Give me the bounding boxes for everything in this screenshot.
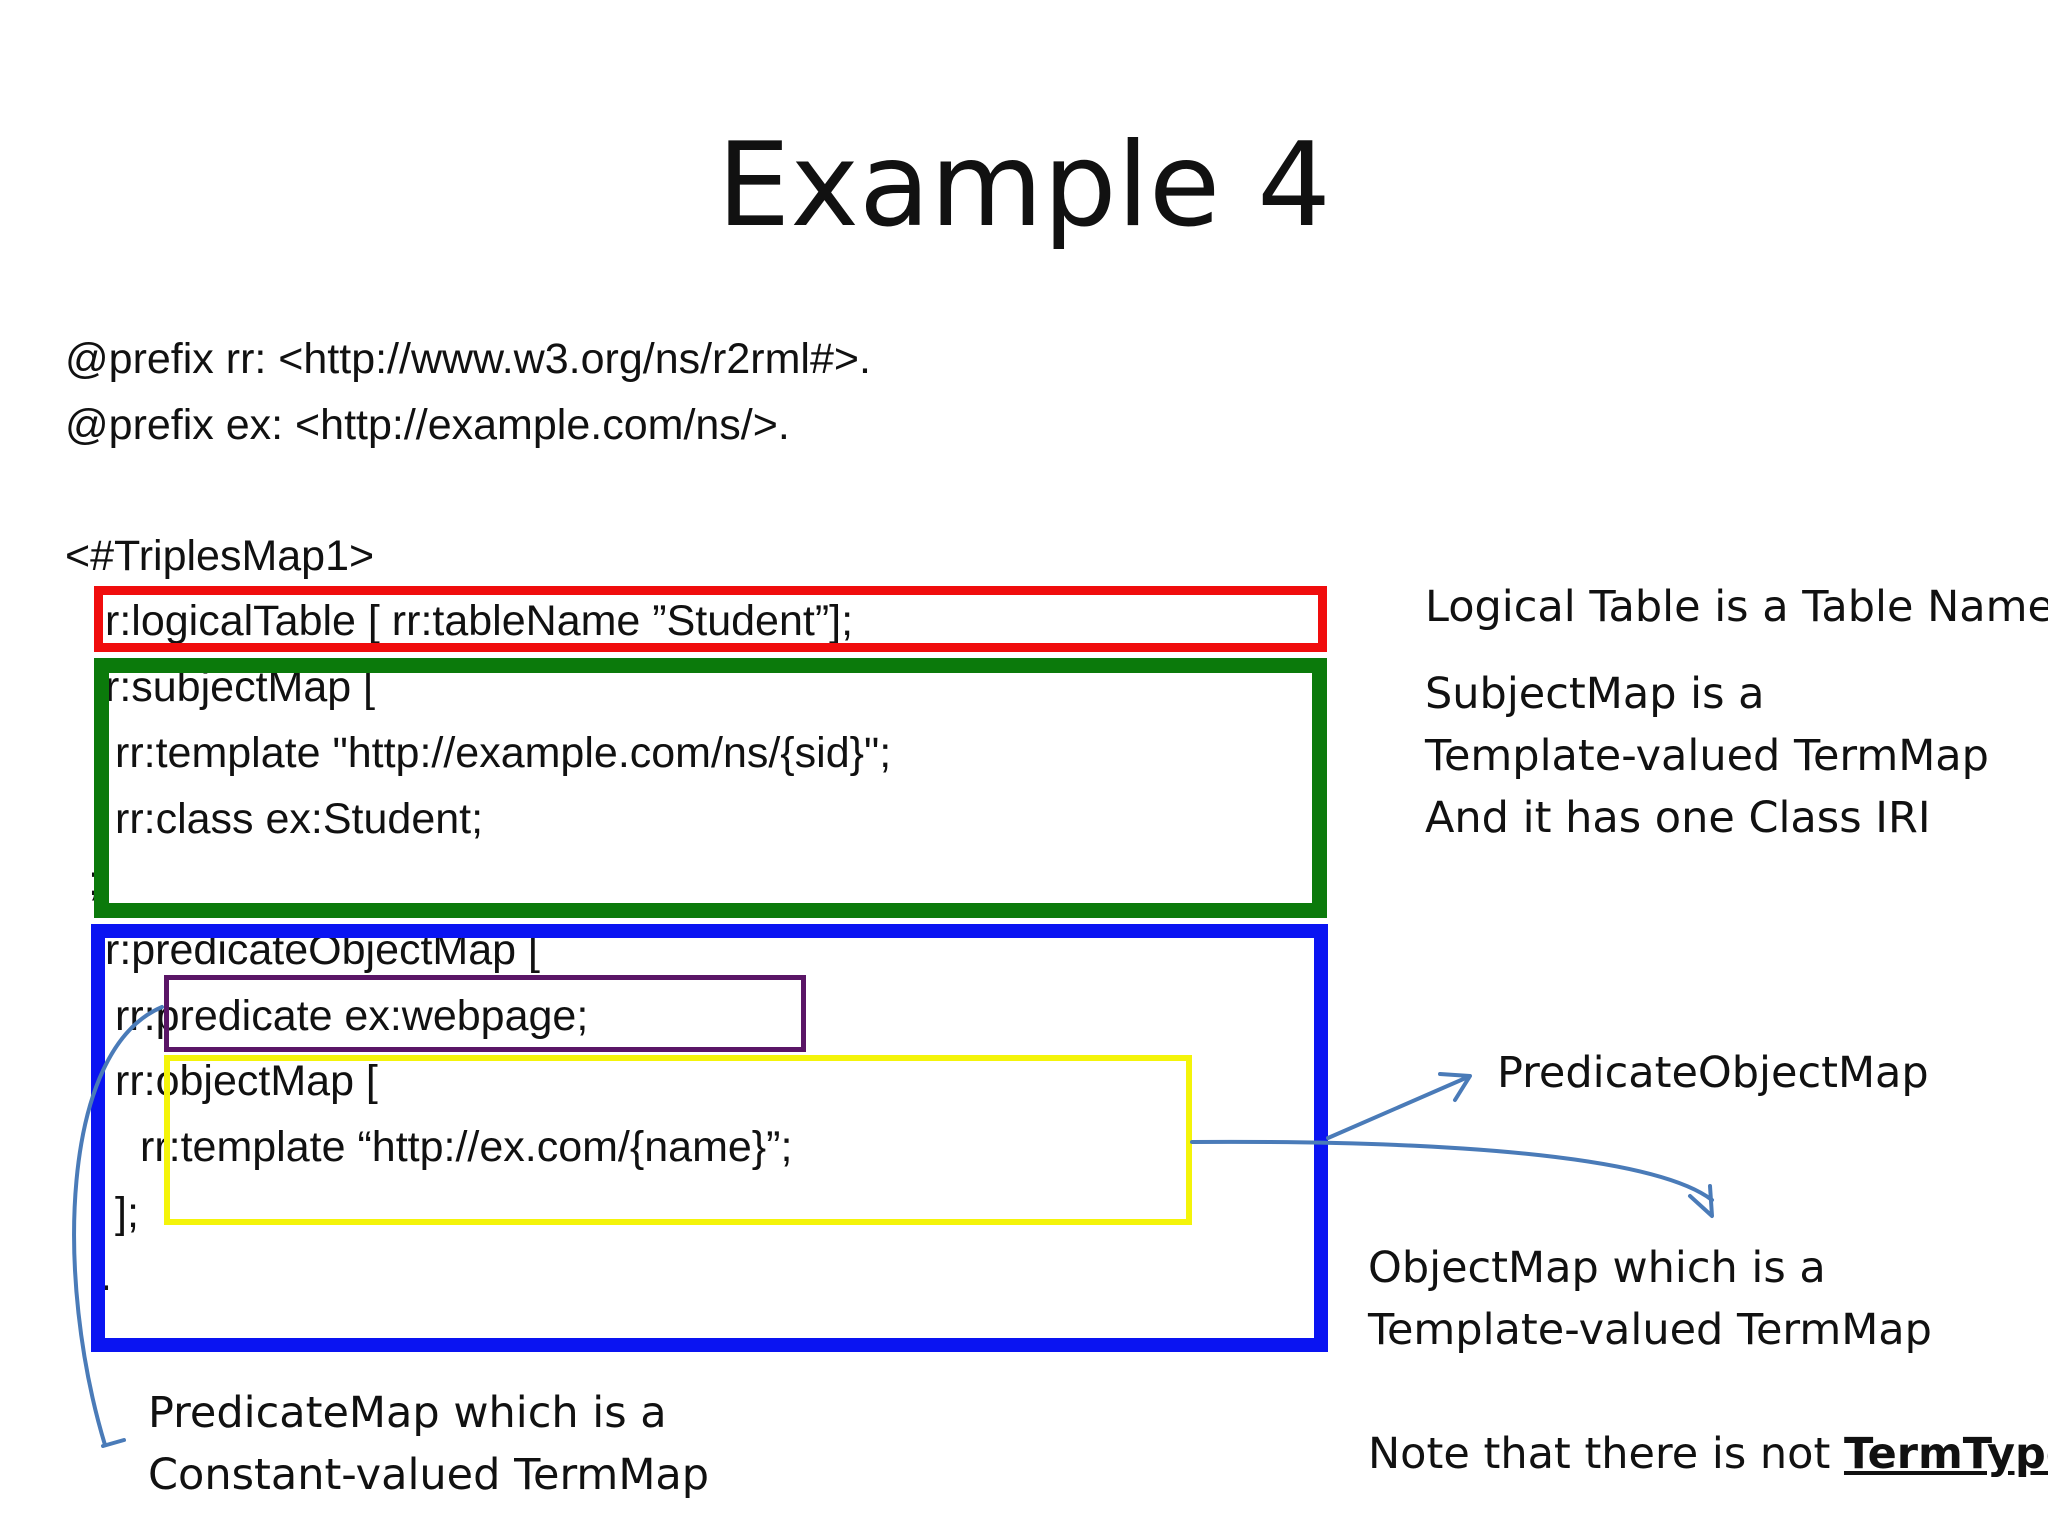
object-map-arrowhead [1688,1184,1714,1218]
predicate-map-note-line2: Constant-valued TermMap [148,1450,710,1500]
object-map-note-line2: Template-valued TermMap [1368,1305,1932,1355]
subject-class-line: rr:class ex:Student; [115,795,484,843]
predicate-line: rr:predicate ex:webpage; [115,992,589,1040]
subject-map-note-line1: SubjectMap is a [1425,669,1765,719]
object-map-box [164,1055,1192,1225]
subject-map-note-line2: Template-valued TermMap [1425,731,1989,781]
slide-title: Example 4 [717,118,1331,253]
logical-table-line: r:logicalTable [ rr:tableName ”Student”]… [105,597,854,645]
predicate-map-note-line1: PredicateMap which is a [148,1388,667,1438]
subject-template-line: rr:template "http://example.com/ns/{sid}… [115,729,892,777]
subject-map-box [94,658,1327,918]
term-type-prefix: Note that there is not [1368,1429,1844,1479]
object-close-line: ]; [115,1189,139,1237]
subject-map-note-line3: And it has one Class IRI [1425,793,1931,843]
predicate-object-map-box [91,924,1328,1352]
predicate-map-arrow [72,1005,164,1447]
object-map-arrow [1190,1139,1714,1202]
object-map-note-line1: ObjectMap which is a [1368,1243,1826,1293]
term-type-note: Note that there is not TermType [1368,1433,2048,1476]
pom-close-line: . [100,1252,112,1300]
pom-arrow [1326,1075,1470,1140]
pom-arrowhead [1438,1072,1472,1102]
triples-map-line: <#TriplesMap1> [65,532,375,580]
logical-table-note: Logical Table is a Table Name [1425,582,2048,632]
prefix-ex-line: @prefix ex: <http://example.com/ns/>. [65,401,790,449]
predicate-object-map-note: PredicateObjectMap [1497,1048,1929,1098]
subject-close-line: ; [88,857,100,905]
object-template-line: rr:template “http://ex.com/{name}”; [140,1123,793,1171]
predicate-map-arrowhead [101,1438,126,1448]
object-map-line: rr:objectMap [ [115,1057,378,1105]
term-type-strong: TermType [1843,1429,2048,1479]
prefix-rr-line: @prefix rr: <http://www.w3.org/ns/r2rml#… [65,335,871,383]
logical-table-box [94,586,1327,652]
predicate-box [164,975,806,1052]
